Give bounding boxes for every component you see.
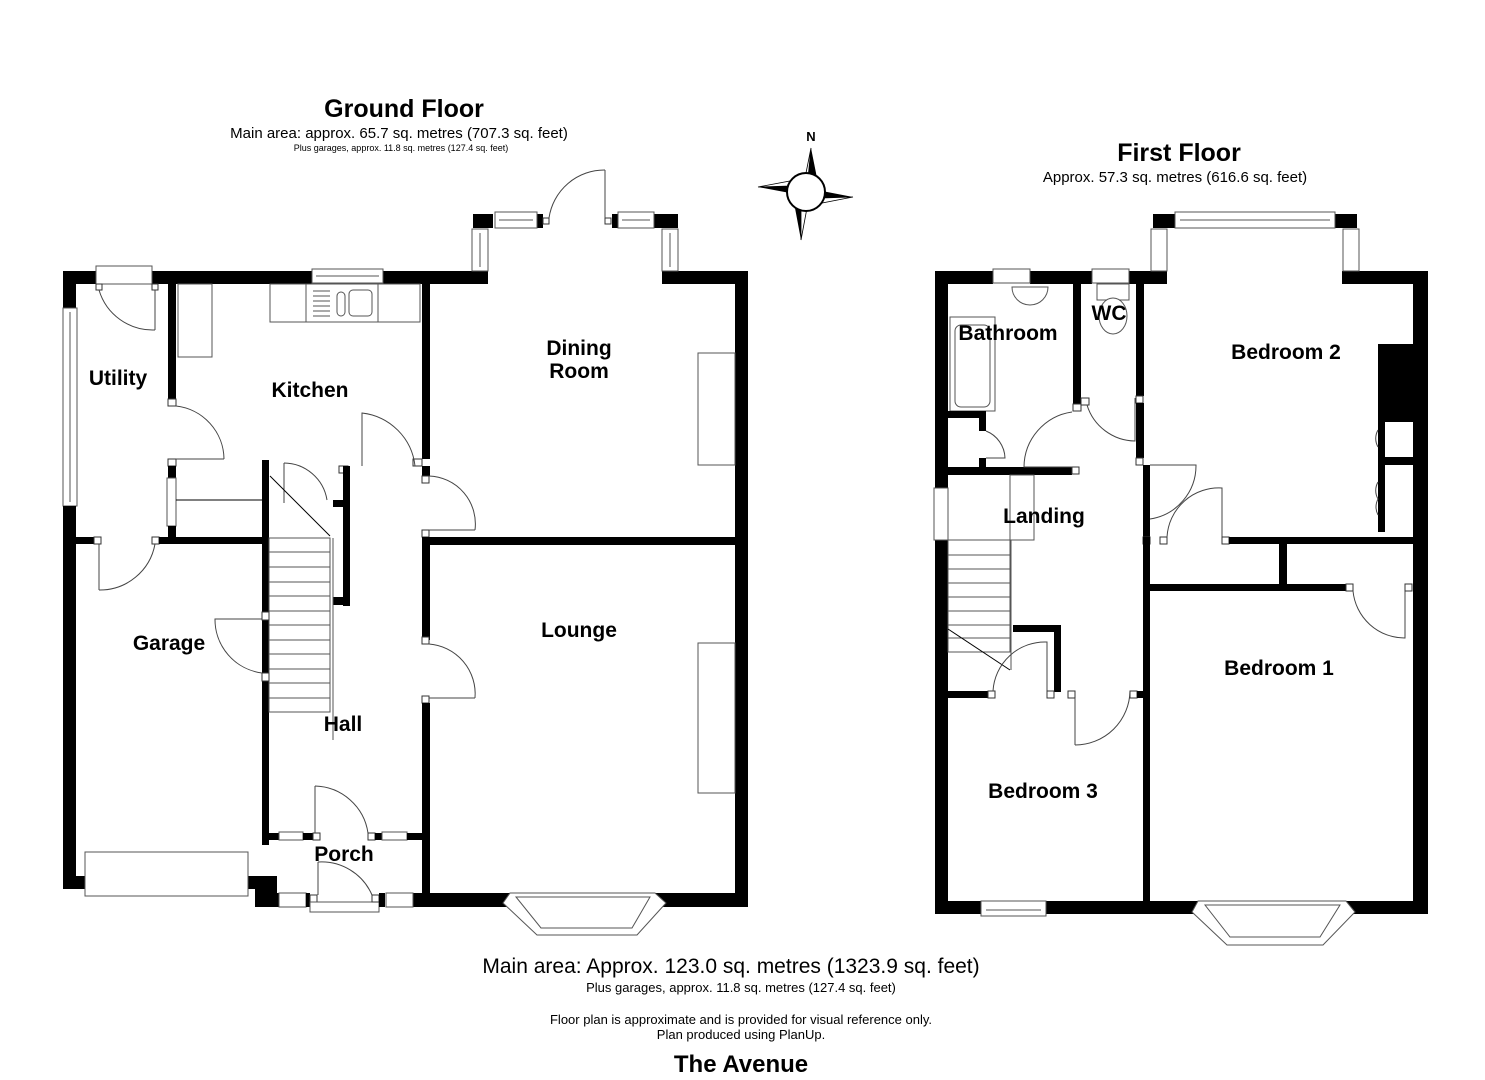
ground-floor-garage-area: Plus garages, approx. 11.8 sq. metres (1… [293,143,509,153]
room-label-dining-line1: Dining [546,337,611,360]
room-label-bedroom2: Bedroom 2 [1231,341,1341,364]
room-label-bedroom1: Bedroom 1 [1224,657,1334,680]
first-floor-title: First Floor [1117,139,1241,167]
room-label-kitchen: Kitchen [271,379,348,402]
disclaimer-line2: Plan produced using PlanUp. [656,1027,826,1042]
room-label-wc: WC [1092,302,1127,325]
room-label-landing: Landing [1003,505,1085,528]
room-label-lounge: Lounge [541,619,617,642]
ground-floor-title: Ground Floor [324,95,484,123]
room-label-bathroom: Bathroom [958,322,1057,345]
disclaimer-line1: Floor plan is approximate and is provide… [549,1012,933,1027]
compass-icon: N [757,129,854,241]
ground-floor-plan [62,169,748,936]
first-floor-plan [933,211,1428,946]
room-label-bedroom3: Bedroom 3 [988,780,1098,803]
first-floor-area: Approx. 57.3 sq. metres (616.6 sq. feet) [1042,169,1308,186]
room-label-hall: Hall [324,713,363,736]
ground-floor-main-area: Main area: approx. 65.7 sq. metres (707.… [230,125,568,142]
room-label-dining-line2: Room [549,360,609,383]
total-main-area: Main area: Approx. 123.0 sq. metres (132… [482,955,980,978]
room-label-utility: Utility [89,367,148,390]
room-label-porch: Porch [314,843,374,866]
compass-north-label: N [806,129,815,144]
property-name: The Avenue [673,1051,809,1078]
total-garage-area: Plus garages, approx. 11.8 sq. metres (1… [586,980,896,995]
room-label-garage: Garage [133,632,205,655]
